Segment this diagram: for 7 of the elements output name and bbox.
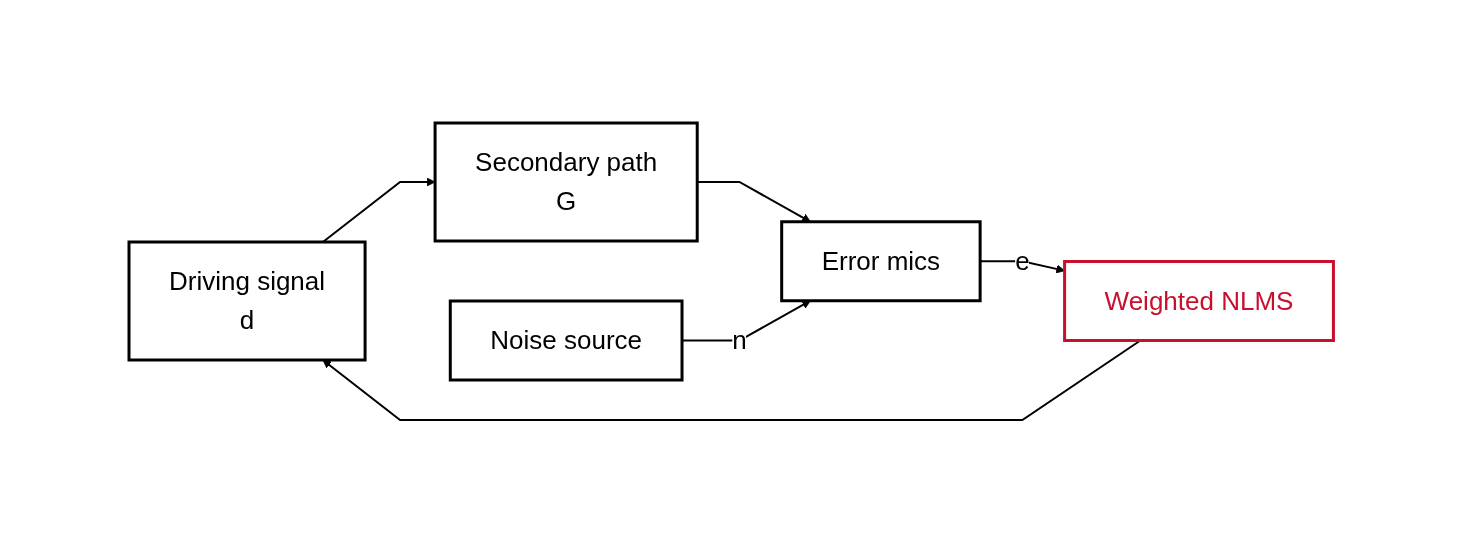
node-box: Noise source bbox=[448, 299, 684, 381]
node-box: Secondary path G bbox=[433, 121, 699, 242]
node-box: Error mics bbox=[779, 219, 982, 302]
edge-label: n bbox=[732, 324, 747, 355]
node-box: Driving signal d bbox=[127, 240, 367, 361]
edge-label: e bbox=[1014, 245, 1030, 276]
node-box: Weighted NLMS bbox=[1062, 259, 1335, 342]
